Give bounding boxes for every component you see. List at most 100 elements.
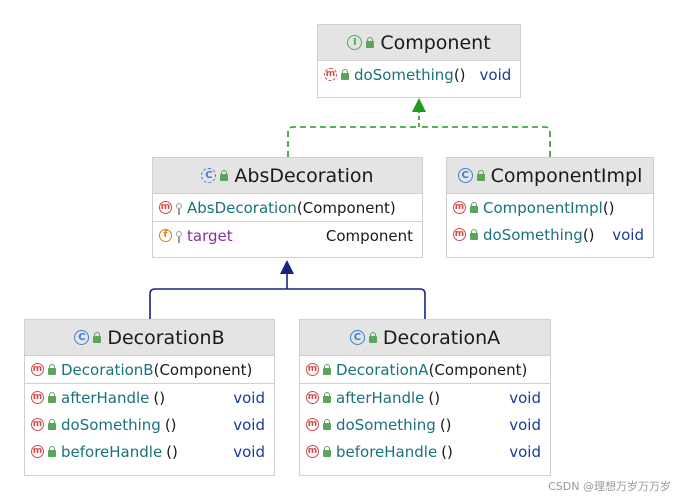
interface-icon: I <box>347 35 363 50</box>
public-lock-icon <box>470 201 478 213</box>
public-lock-icon <box>341 68 349 80</box>
extends-line-decorationa <box>287 288 426 319</box>
public-lock-icon <box>93 331 102 343</box>
method-row[interactable]: m afterHandle () void <box>25 384 274 411</box>
method-name: afterHandle <box>336 388 425 407</box>
method-icon: m <box>31 418 44 431</box>
method-icon: m <box>306 445 319 458</box>
method-args: () <box>428 388 441 407</box>
method-args: () <box>582 225 595 244</box>
method-args: () <box>441 442 453 461</box>
implements-arrowhead <box>412 98 426 112</box>
method-args: () <box>453 65 466 84</box>
public-lock-icon <box>220 169 229 181</box>
method-icon: m <box>159 201 172 214</box>
class-name: ComponentImpl <box>490 164 643 187</box>
return-type: void <box>233 388 265 407</box>
method-row[interactable]: m doSomething () void <box>25 411 274 438</box>
fields-section: f target Component <box>153 222 422 249</box>
component-header[interactable]: I Component <box>318 25 520 61</box>
methods-section: m afterHandle () void m doSomething () v… <box>25 384 274 465</box>
method-args: (Component) <box>153 360 253 379</box>
method-icon: m <box>453 201 466 214</box>
method-name: beforeHandle <box>61 442 163 461</box>
class-name: Component <box>380 31 491 54</box>
constructor-row[interactable]: m DecorationA (Component) <box>300 356 550 383</box>
method-icon: m <box>31 391 44 404</box>
decorationa-class-box[interactable]: C DecorationA m DecorationA (Component) … <box>299 319 551 476</box>
public-lock-icon <box>48 418 56 430</box>
componentimpl-class-box[interactable]: C ComponentImpl m ComponentImpl () m doS… <box>446 157 654 258</box>
methods-section: m ComponentImpl () m doSomething () void <box>447 194 653 248</box>
method-row[interactable]: m beforeHandle () void <box>300 438 550 465</box>
component-interface-box[interactable]: I Component m doSomething () void <box>317 24 521 98</box>
field-icon: f <box>159 229 172 242</box>
constructor-section: m DecorationA (Component) <box>300 356 550 384</box>
method-row[interactable]: m ComponentImpl () <box>447 194 653 221</box>
method-icon: m <box>306 363 319 376</box>
method-row[interactable]: m beforeHandle () void <box>25 438 274 465</box>
protected-key-icon <box>176 230 182 243</box>
method-args: () <box>164 415 177 434</box>
method-name: AbsDecoration <box>187 198 297 217</box>
protected-key-icon <box>176 202 182 215</box>
method-row[interactable]: m afterHandle () void <box>300 384 550 411</box>
method-row[interactable]: m doSomething () void <box>447 221 653 248</box>
method-name: afterHandle <box>61 388 150 407</box>
method-name: doSomething <box>354 65 454 84</box>
field-type: Component <box>325 226 413 245</box>
method-args: (Component) <box>428 360 528 379</box>
public-lock-icon <box>48 391 56 403</box>
class-name: AbsDecoration <box>234 164 374 187</box>
method-icon: m <box>453 228 466 241</box>
return-type: void <box>509 388 541 407</box>
methods-section: m doSomething () void <box>318 61 520 88</box>
class-icon: C <box>349 330 365 345</box>
absdecoration-class-box[interactable]: C AbsDecoration m AbsDecoration (Compone… <box>152 157 423 258</box>
return-type: void <box>233 415 265 434</box>
public-lock-icon <box>470 228 478 240</box>
methods-section: m AbsDecoration (Component) <box>153 194 422 222</box>
absdecoration-header[interactable]: C AbsDecoration <box>153 158 422 194</box>
method-args: () <box>439 415 452 434</box>
public-lock-icon <box>323 363 331 375</box>
method-args: () <box>166 442 178 461</box>
watermark: CSDN @理想万岁万万岁 <box>548 480 671 493</box>
decorationb-class-box[interactable]: C DecorationB m DecorationB (Component) … <box>24 319 275 476</box>
public-lock-icon <box>323 445 331 457</box>
abstract-class-icon: C <box>201 168 217 183</box>
method-args: (Component) <box>296 198 396 217</box>
method-name: ComponentImpl <box>483 198 603 217</box>
method-name: doSomething <box>336 415 436 434</box>
constructor-row[interactable]: m DecorationB (Component) <box>25 356 274 383</box>
public-lock-icon <box>48 445 56 457</box>
return-type: void <box>233 442 265 461</box>
decorationb-header[interactable]: C DecorationB <box>25 320 274 356</box>
public-lock-icon <box>323 391 331 403</box>
return-type: void <box>509 415 541 434</box>
method-args: () <box>602 198 615 217</box>
method-row[interactable]: m doSomething () void <box>300 411 550 438</box>
field-row[interactable]: f target Component <box>153 222 422 249</box>
public-lock-icon <box>48 363 56 375</box>
method-name: DecorationB <box>61 360 154 379</box>
implements-line-componentimpl <box>419 126 551 157</box>
public-lock-icon <box>366 36 375 48</box>
class-icon: C <box>74 330 90 345</box>
class-name: DecorationA <box>382 326 501 349</box>
decorationa-header[interactable]: C DecorationA <box>300 320 550 356</box>
public-lock-icon <box>476 169 485 181</box>
componentimpl-header[interactable]: C ComponentImpl <box>447 158 653 194</box>
constructor-section: m DecorationB (Component) <box>25 356 274 384</box>
abstract-method-icon: m <box>324 68 337 81</box>
extends-line-decorationb <box>149 288 287 319</box>
return-type: void <box>509 442 541 461</box>
method-name: doSomething <box>483 225 583 244</box>
method-row[interactable]: m AbsDecoration (Component) <box>153 194 422 221</box>
method-icon: m <box>31 445 44 458</box>
return-type: void <box>612 225 644 244</box>
method-name: DecorationA <box>336 360 429 379</box>
field-name: target <box>187 226 233 245</box>
method-row[interactable]: m doSomething () void <box>318 61 520 88</box>
